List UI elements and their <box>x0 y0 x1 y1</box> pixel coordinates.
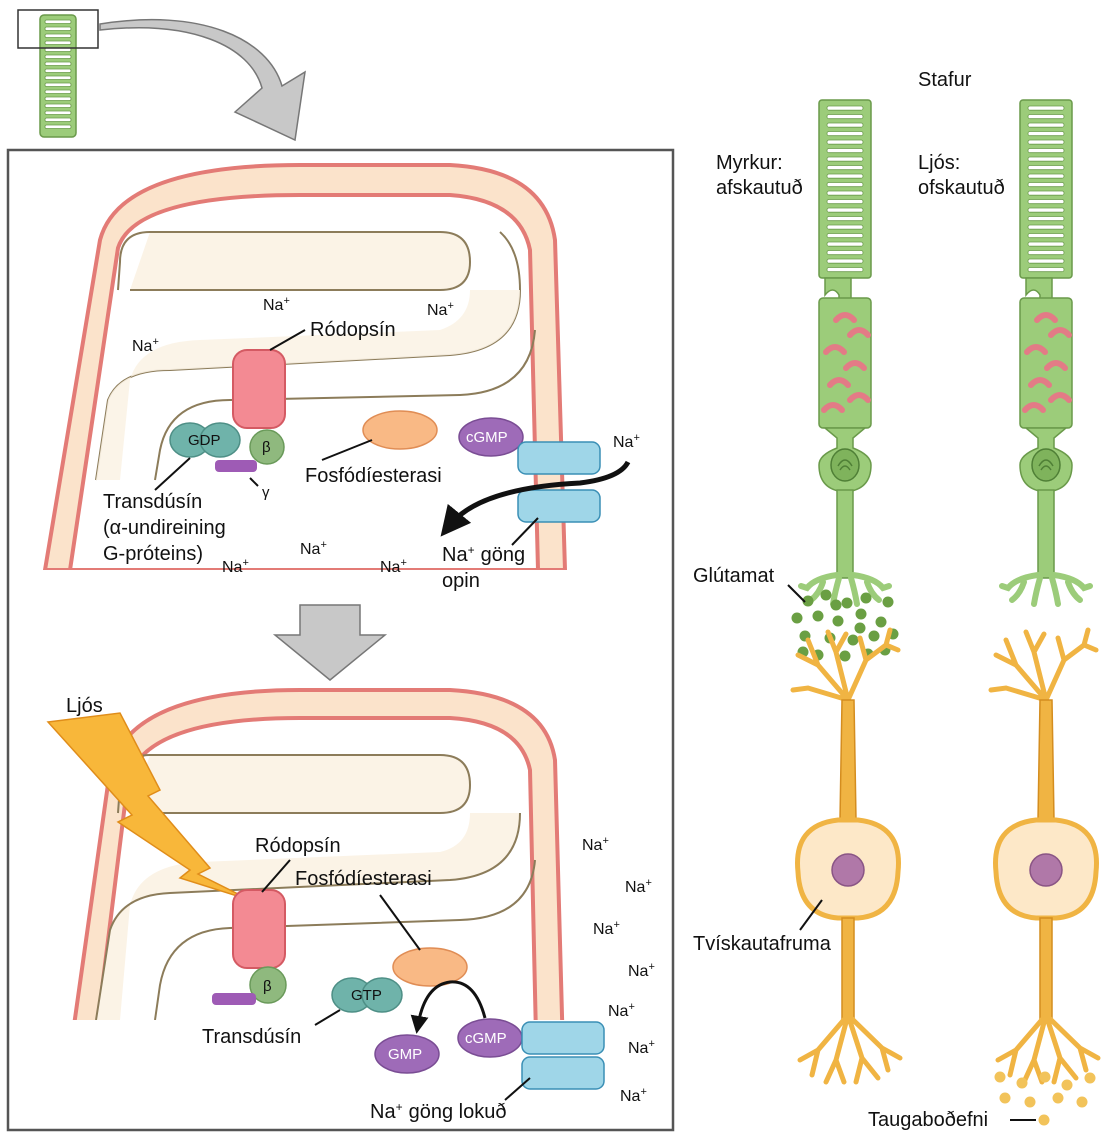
sodium-ion: Na+ <box>628 1038 655 1057</box>
channel-bottom-upper <box>521 1021 605 1055</box>
gmp <box>374 1034 440 1074</box>
beta-gamma-bottom <box>249 966 287 1004</box>
cgmp-top <box>458 417 524 457</box>
dark-label-l1: Myrkur: <box>716 152 783 174</box>
gmp-label: GMP <box>388 1046 422 1063</box>
pde-label-bottom: Fosfódíesterasi <box>295 868 432 890</box>
glutamate-dot <box>830 599 842 611</box>
mini-rod <box>17 9 99 138</box>
neurotransmitter-dots <box>994 1071 1096 1126</box>
rod-light <box>999 99 1093 607</box>
glutamate-dot <box>832 615 844 627</box>
sodium-ions-top: Na+ Na+ Na+ Na+ Na+ Na+ Na+ <box>132 295 640 576</box>
rhodopsin-label-bottom: Ródopsín <box>255 835 341 857</box>
neurotransmitter-dot <box>1061 1079 1073 1091</box>
beta-label-top: β <box>262 439 271 456</box>
sodium-ion: Na+ <box>380 557 407 576</box>
light-state-l2: ofskautuð <box>918 177 1005 199</box>
gamma-bottom <box>212 993 256 1005</box>
glutamate-dot <box>791 612 803 624</box>
channel-label-top-l1: Na+göng <box>442 543 525 566</box>
rhodopsin-label-top: Ródopsín <box>310 319 396 341</box>
glutamate-dot <box>868 630 880 642</box>
pde-bottom <box>392 947 468 987</box>
channel-label-bottom: Na+göng lokuð <box>370 1100 506 1123</box>
glutamate-dot <box>875 616 887 628</box>
bottom-membrane <box>72 688 565 1020</box>
sodium-ion: Na+ <box>222 557 249 576</box>
neurotransmitter-dot <box>1024 1096 1036 1108</box>
neurotransmitter-dot <box>994 1071 1006 1083</box>
zoom-arrow <box>99 18 306 142</box>
neurotransmitter-dot <box>999 1092 1011 1104</box>
glutamate-dot <box>860 592 872 604</box>
glutamate-dot <box>839 650 851 662</box>
sodium-ion: Na+ <box>582 835 609 854</box>
transducin-top <box>169 422 285 472</box>
pde-top <box>362 410 438 450</box>
sodium-ions-bottom: Na+ Na+ Na+ Na+ Na+ Na+ Na+ <box>582 835 655 1105</box>
transducin-label-l3: G-próteins) <box>103 543 203 565</box>
zoom-box <box>17 9 99 49</box>
light-label: Ljós <box>66 695 103 717</box>
light-bolt-icon <box>46 712 251 901</box>
channel-label-top-l2: opin <box>442 570 480 592</box>
sodium-ion: Na+ <box>608 1001 635 1020</box>
glutamate-dot <box>847 634 859 646</box>
pde-label-top: Fosfódíesterasi <box>305 465 442 487</box>
glutamate-dot <box>802 595 814 607</box>
sodium-ion: Na+ <box>625 877 652 896</box>
sodium-influx-arrow <box>440 460 631 537</box>
sodium-ion: Na+ <box>263 295 290 314</box>
sodium-ion: Na+ <box>620 1086 647 1105</box>
zoom-frame <box>6 148 675 1132</box>
channel-bottom-lower <box>521 1056 605 1090</box>
light-state-l1: Ljós: <box>918 152 960 174</box>
channel-top-upper <box>517 441 601 475</box>
glutamate-dot <box>882 596 894 608</box>
beta-label-bottom: β <box>263 978 272 995</box>
neurotransmitter-dot <box>1039 1071 1051 1083</box>
transducin-label-l1: Transdúsín <box>103 491 202 513</box>
cgmp-label-top: cGMP <box>466 429 508 446</box>
sodium-ion: Na+ <box>427 300 454 319</box>
glutamate-label: Glútamat <box>693 565 775 587</box>
glutamate-dot <box>854 622 866 634</box>
rod-title: Stafur <box>918 69 972 91</box>
top-membrane <box>42 163 568 570</box>
bipolar-cell-light <box>988 627 1101 1085</box>
neurotransmitter-label: Taugaboðefni <box>868 1109 988 1131</box>
glutamate-dot <box>841 597 853 609</box>
transition-arrow <box>272 604 388 681</box>
hydrolysis-arrow <box>410 980 487 1034</box>
gamma-label-top: γ <box>262 484 270 501</box>
bipolar-cell-dark <box>790 627 903 1085</box>
cgmp-label-bottom: cGMP <box>465 1030 507 1047</box>
glutamate-dot <box>812 610 824 622</box>
neurotransmitter-dot <box>1076 1096 1088 1108</box>
bipolar-label: Tvískautafruma <box>693 933 832 955</box>
sodium-ion: Na+ <box>613 432 640 451</box>
sodium-ion: Na+ <box>593 919 620 938</box>
gtp-label: GTP <box>351 987 382 1004</box>
sodium-ion: Na+ <box>132 336 159 355</box>
neurotransmitter-dot <box>1052 1092 1064 1104</box>
neurotransmitter-dot <box>1038 1114 1050 1126</box>
rhodopsin-top <box>232 349 286 429</box>
sodium-ion: Na+ <box>628 961 655 980</box>
dark-label-l2: afskautuð <box>716 177 803 199</box>
channel-top-lower <box>517 489 601 523</box>
neurotransmitter-dot <box>1084 1072 1096 1084</box>
gdp-label: GDP <box>188 432 221 449</box>
glutamate-dot <box>820 589 832 601</box>
sodium-ion: Na+ <box>300 539 327 558</box>
neurotransmitter-dot <box>1016 1077 1028 1089</box>
glutamate-dot <box>855 608 867 620</box>
transducin-gtp <box>331 977 403 1013</box>
transducin-label-bottom: Transdúsín <box>202 1026 301 1048</box>
transducin-label-l2: (α-undireining <box>103 517 226 539</box>
rhodopsin-bottom <box>232 889 286 969</box>
rod-dark <box>798 99 892 607</box>
